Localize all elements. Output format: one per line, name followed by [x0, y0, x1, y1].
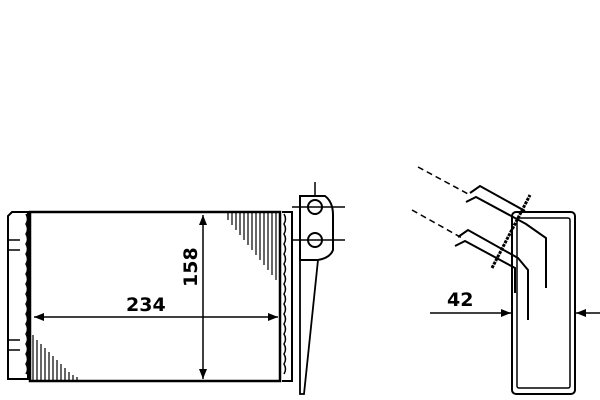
side-tank-inner [516, 217, 571, 389]
width-dimension-label: 234 [126, 294, 166, 316]
depth-dimension-label: 42 [447, 289, 473, 311]
mounting-strap [299, 259, 319, 395]
side-view [411, 166, 576, 395]
left-tank [7, 211, 29, 380]
right-tank [282, 211, 293, 382]
pipe-bracket [299, 195, 334, 261]
pipes [454, 184, 547, 320]
height-dimension-label: 158 [180, 247, 202, 287]
core-outline [28, 210, 282, 383]
pipe-centerlines [411, 166, 471, 239]
side-strap [490, 194, 532, 269]
front-view [7, 182, 345, 395]
fin-hatching [32, 213, 277, 380]
side-tank-outer [511, 211, 576, 395]
